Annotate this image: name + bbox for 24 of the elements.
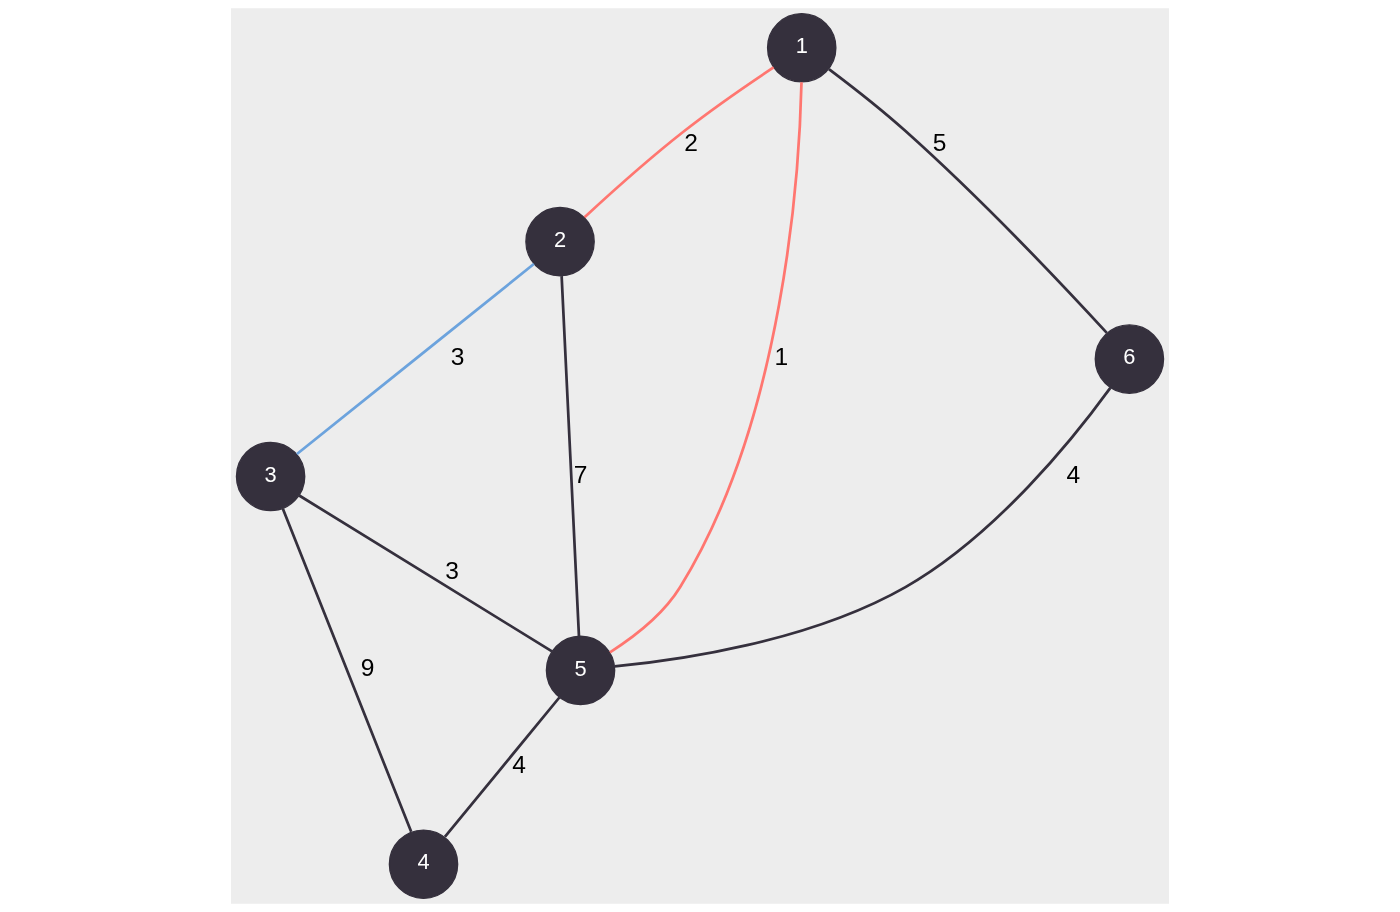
node-circle: 3 — [235, 441, 306, 512]
node-circle: 5 — [545, 635, 616, 706]
connector — [614, 387, 1112, 668]
node-circle: 1 — [766, 12, 837, 83]
edge-label: 2 — [684, 128, 698, 156]
connector — [609, 82, 803, 654]
connector — [828, 68, 1108, 334]
edge-label: 3 — [450, 343, 465, 371]
edge-label: 3 — [445, 557, 460, 585]
edge-label: 4 — [512, 751, 526, 779]
edge-label: 5 — [932, 128, 947, 156]
connector — [281, 508, 413, 833]
connector — [560, 276, 581, 637]
edge-label: 4 — [1066, 460, 1081, 488]
connector — [443, 696, 561, 838]
edge-label: 7 — [573, 460, 588, 488]
edge-label: 1 — [774, 343, 789, 371]
connector — [298, 494, 553, 653]
node-circle: 2 — [525, 206, 595, 277]
node-circle: 4 — [388, 829, 459, 900]
connector — [583, 66, 775, 219]
connector — [296, 262, 535, 456]
edge-label: 9 — [360, 654, 375, 682]
node-circle: 6 — [1094, 324, 1165, 394]
